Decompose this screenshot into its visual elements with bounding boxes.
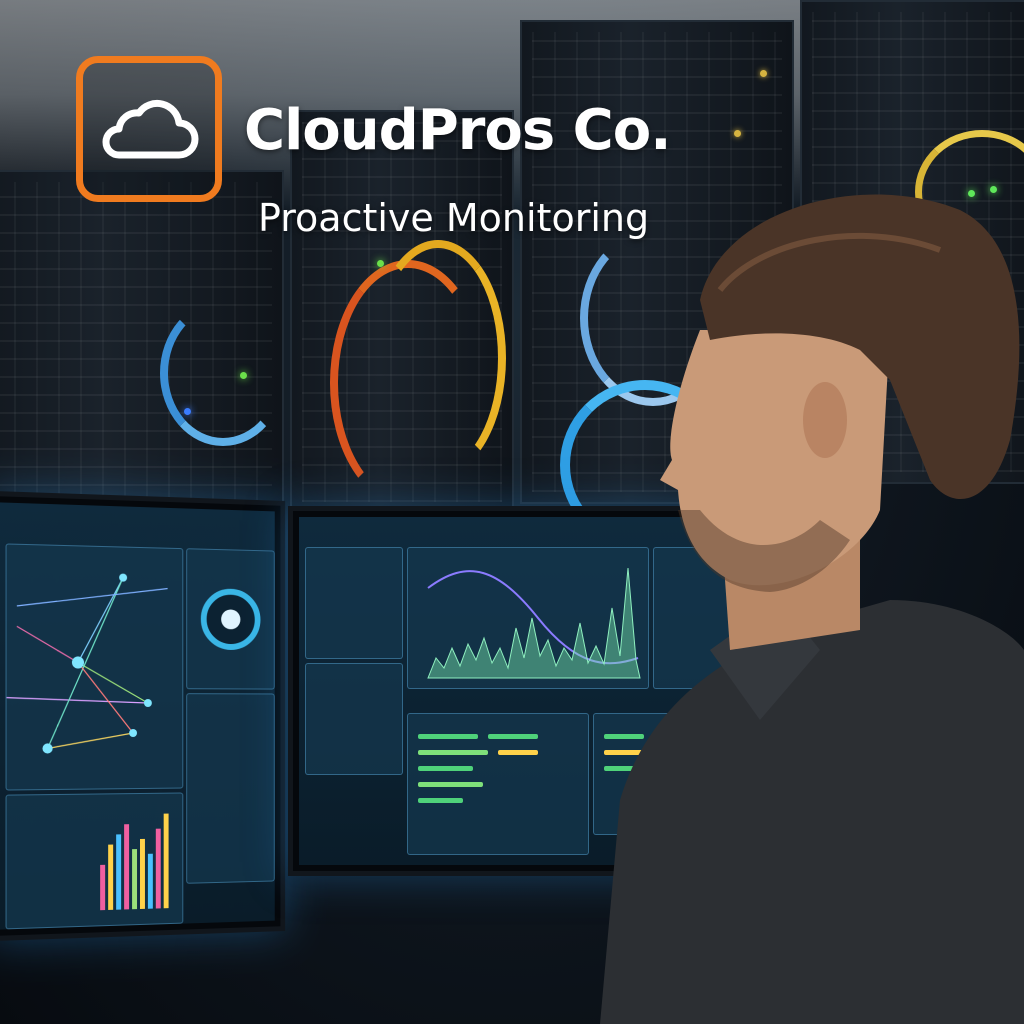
bar-chart-panel [5,792,184,930]
led-green [990,186,997,193]
monitor-screen [0,502,275,930]
cable-bundle-yellow [370,240,506,476]
logo [76,56,222,202]
brand-name: CloudPros Co. [244,98,672,163]
table-panel [407,713,589,855]
led-green [240,372,247,379]
cable-bundle-blue-left [160,300,286,446]
led-blue [184,408,191,415]
tagline: Proactive Monitoring [258,196,650,240]
line-chart [427,567,641,679]
radial-gauge [187,549,274,688]
led-amber [734,130,741,137]
network-graph-panel [6,543,184,791]
person [600,194,1024,1024]
cable-bundle-yellow-right [915,130,1024,254]
cloud-icon [102,100,199,159]
monitor-center [288,506,768,876]
network-graph [7,573,183,754]
sidebar-panel [305,663,403,775]
cable-bundle-blue-glow [560,380,730,550]
line-chart-panel [407,547,649,689]
led-green [968,190,975,197]
bar-chart [100,813,169,911]
led-amber [760,70,767,77]
radial-gauge-panel [186,548,275,690]
stats-panel [186,693,275,884]
monitor-left [0,490,286,942]
led-green [377,260,384,267]
sidebar-panel [305,547,403,659]
